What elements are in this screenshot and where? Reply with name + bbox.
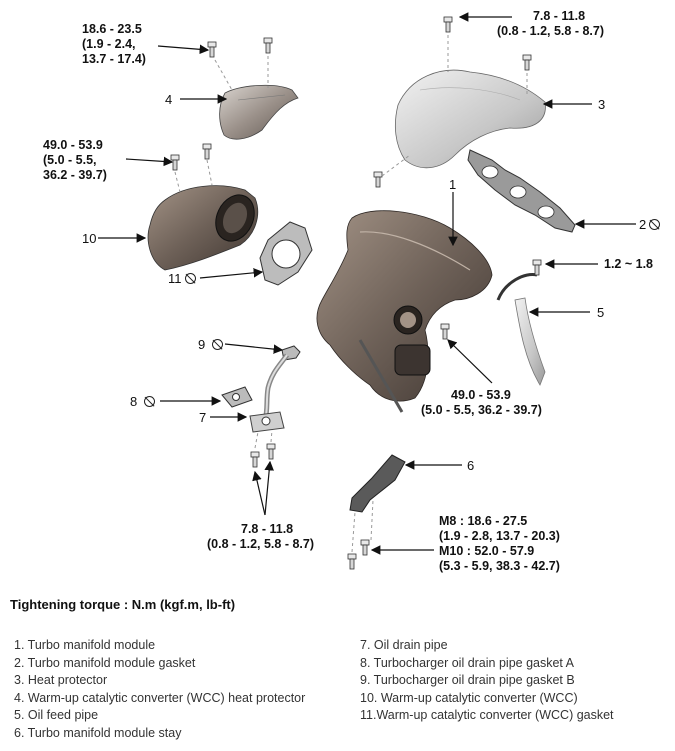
torque-stay: M8 : 18.6 - 27.5 (1.9 - 2.8, 13.7 - 20.3… <box>439 514 560 574</box>
callout-number: 5 <box>597 305 605 320</box>
callout-3: 3 <box>598 97 605 112</box>
callout-number: 4 <box>165 92 173 107</box>
bolt-icon <box>360 539 370 556</box>
manifold-gasket <box>467 149 576 233</box>
legend-item: 8. Turbocharger oil drain pipe gasket A <box>360 655 575 670</box>
callout-10: 10 <box>82 231 96 246</box>
turbo-manifold-module <box>316 210 493 413</box>
torque-value: 18.6 - 23.5 <box>82 22 142 36</box>
callout-5: 5 <box>597 305 604 320</box>
heat-protector <box>394 69 546 169</box>
legend-item: 10. Warm-up catalytic converter (WCC) <box>360 690 578 705</box>
torque-value: (5.3 - 5.9, 38.3 - 42.7) <box>439 559 560 573</box>
wcc-gasket <box>259 221 313 286</box>
bolt-icon <box>373 171 383 188</box>
callout-9: 9 <box>198 337 224 352</box>
oil-drain-gasket-a <box>221 386 253 408</box>
bolt-icon <box>207 41 217 58</box>
callout-8: 8 <box>130 394 156 409</box>
no-reuse-icon <box>184 273 196 284</box>
bolt-icon <box>522 54 532 71</box>
torque-heat-protector: 7.8 - 11.8 (0.8 - 1.2, 5.8 - 8.7) <box>497 9 604 39</box>
callout-number: 2 <box>639 217 647 232</box>
callout-number: 8 <box>130 394 138 409</box>
legend-item: 5. Oil feed pipe <box>14 708 99 723</box>
wcc-heat-protector <box>219 84 299 140</box>
torque-value: 1.2 ~ 1.8 <box>604 257 653 271</box>
bolt-icon <box>170 154 180 171</box>
oil-feed-pipe <box>496 272 546 386</box>
wcc <box>147 185 259 271</box>
torque-value: 7.8 - 11.8 <box>241 522 294 536</box>
callout-7: 7 <box>199 410 206 425</box>
torque-manifold-module: 49.0 - 53.9 (5.0 - 5.5, 36.2 - 39.7) <box>421 388 542 418</box>
torque-oil-drain-pipe: 7.8 - 11.8 (0.8 - 1.2, 5.8 - 8.7) <box>207 522 314 552</box>
torque-value: (1.9 - 2.4, <box>82 37 136 51</box>
callout-1: 1 <box>449 177 456 192</box>
torque-value: (0.8 - 1.2, 5.8 - 8.7) <box>497 24 604 38</box>
legend-item: 9. Turbocharger oil drain pipe gasket B <box>360 673 575 688</box>
callout-4: 4 <box>165 92 172 107</box>
parts-legend-right: 7. Oil drain pipe 8. Turbocharger oil dr… <box>360 637 614 725</box>
bolt-icon <box>250 451 260 468</box>
torque-value: 13.7 - 17.4) <box>82 52 146 66</box>
callout-number: 11 <box>168 271 182 286</box>
legend-item: 2. Turbo manifold module gasket <box>14 655 196 670</box>
bolt-icon <box>266 443 276 460</box>
torque-value: 36.2 - 39.7) <box>43 168 107 182</box>
torque-wcc-heat-protector: 18.6 - 23.5 (1.9 - 2.4, 13.7 - 17.4) <box>82 22 146 67</box>
legend-item: 11.Warm-up catalytic converter (WCC) gas… <box>360 708 614 723</box>
torque-value: (5.0 - 5.5, 36.2 - 39.7) <box>421 403 542 417</box>
no-reuse-icon <box>649 219 661 230</box>
torque-value: (0.8 - 1.2, 5.8 - 8.7) <box>207 537 314 551</box>
no-reuse-icon <box>144 396 156 407</box>
torque-value: M10 : 52.0 - 57.9 <box>439 544 535 558</box>
bolt-icon <box>532 259 542 276</box>
leader-lines <box>98 12 636 555</box>
bolt-icon <box>347 553 357 570</box>
callout-number: 6 <box>467 458 475 473</box>
callout-number: 7 <box>199 410 207 425</box>
bolt-icon <box>263 37 273 54</box>
torque-value: 7.8 - 11.8 <box>532 9 586 23</box>
callout-2: 2 <box>639 217 661 232</box>
torque-oil-feed-pipe: 1.2 ~ 1.8 <box>604 257 653 272</box>
callout-number: 9 <box>198 337 206 352</box>
torque-value: (5.0 - 5.5, <box>43 153 97 167</box>
callout-6: 6 <box>467 458 474 473</box>
torque-value: M8 : 18.6 - 27.5 <box>439 514 528 528</box>
parts-legend-left: 1. Turbo manifold module 2. Turbo manifo… <box>14 637 305 743</box>
oil-drain-pipe <box>249 353 290 433</box>
legend-item: 1. Turbo manifold module <box>14 638 156 652</box>
callout-number: 3 <box>598 97 606 112</box>
torque-value: 49.0 - 53.9 <box>43 138 103 152</box>
exploded-view-diagram <box>98 12 636 570</box>
legend-item: 4. Warm-up catalytic converter (WCC) hea… <box>14 690 306 705</box>
torque-value: 49.0 - 53.9 <box>451 388 511 402</box>
legend-item: 3. Heat protector <box>14 673 108 688</box>
tightening-torque-caption: Tightening torque : N.m (kgf.m, lb-ft) <box>10 597 236 612</box>
bolt-icon <box>443 16 453 33</box>
manifold-stay <box>349 454 406 513</box>
callout-number: 1 <box>449 177 457 192</box>
legend-item: 6. Turbo manifold module stay <box>14 725 182 740</box>
torque-value: (1.9 - 2.8, 13.7 - 20.3) <box>439 529 560 543</box>
bolt-icon <box>440 323 450 340</box>
torque-wcc: 49.0 - 53.9 (5.0 - 5.5, 36.2 - 39.7) <box>43 138 107 183</box>
no-reuse-icon <box>212 339 224 350</box>
bolt-icon <box>202 143 212 160</box>
legend-item: 7. Oil drain pipe <box>360 638 448 652</box>
callout-number: 10 <box>82 231 97 246</box>
callout-11: 11 <box>168 271 196 286</box>
